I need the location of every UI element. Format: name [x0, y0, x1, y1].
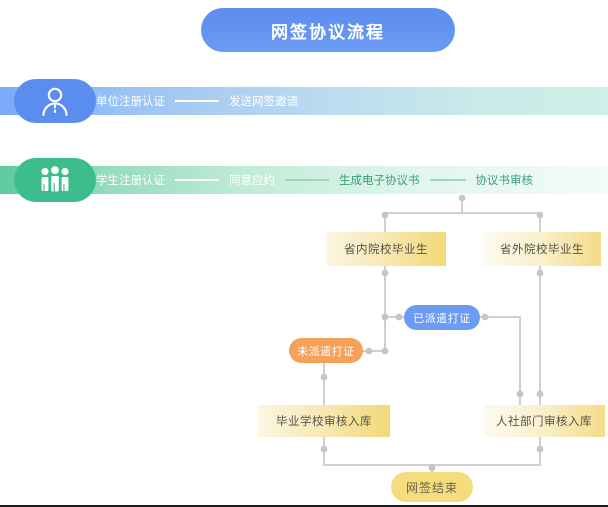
page-title-label: 网签协议流程 [271, 22, 385, 43]
connector-dash [429, 179, 466, 181]
node-school-review-label: 毕业学校审核入库 [276, 414, 372, 428]
node-sign-end[interactable]: 网签结束 [391, 472, 473, 502]
page-title: 网签协议流程 [201, 8, 455, 52]
step-student-register: 学生注册认证 [96, 173, 165, 187]
connector-dash [175, 100, 219, 102]
step-send-invitation: 发送网签邀请 [229, 94, 298, 108]
single-person-icon [42, 87, 68, 117]
node-dispatched-label: 已派遣打证 [413, 311, 471, 325]
connector-dash [175, 179, 219, 181]
lane-employer: 单位注册认证 发送网签邀请 [0, 87, 608, 115]
node-school-review[interactable]: 毕业学校审核入库 [258, 405, 390, 437]
node-out-province-label: 省外院校毕业生 [500, 242, 584, 256]
node-out-province-graduates[interactable]: 省外院校毕业生 [483, 232, 601, 266]
lane-employer-steps: 单位注册认证 发送网签邀请 [95, 87, 299, 115]
node-in-province-label: 省内院校毕业生 [344, 242, 428, 256]
lane-employer-badge [14, 79, 96, 123]
node-hr-review-label: 人社部门审核入库 [496, 414, 592, 428]
node-in-province-graduates[interactable]: 省内院校毕业生 [326, 232, 446, 266]
node-undispatched-label: 未派遣打证 [297, 344, 355, 358]
step-employer-register: 单位注册认证 [96, 94, 165, 108]
step-agreement-review: 协议书审核 [475, 173, 534, 187]
lane-student-badge [14, 158, 96, 202]
lane-student: 学生注册认证 同意应约 生成电子协议书 协议书审核 [0, 166, 608, 194]
step-generate-agreement: 生成电子协议书 [339, 173, 420, 187]
node-undispatched[interactable]: 未派遣打证 [289, 338, 363, 363]
node-sign-end-label: 网签结束 [405, 480, 458, 495]
connector-dash [285, 179, 329, 181]
step-agree-offer: 同意应约 [229, 173, 275, 187]
three-people-icon [41, 166, 69, 192]
node-hr-review[interactable]: 人社部门审核入库 [483, 405, 605, 437]
lane-student-steps: 学生注册认证 同意应约 生成电子协议书 协议书审核 [95, 166, 534, 194]
node-dispatched[interactable]: 已派遣打证 [404, 305, 480, 330]
